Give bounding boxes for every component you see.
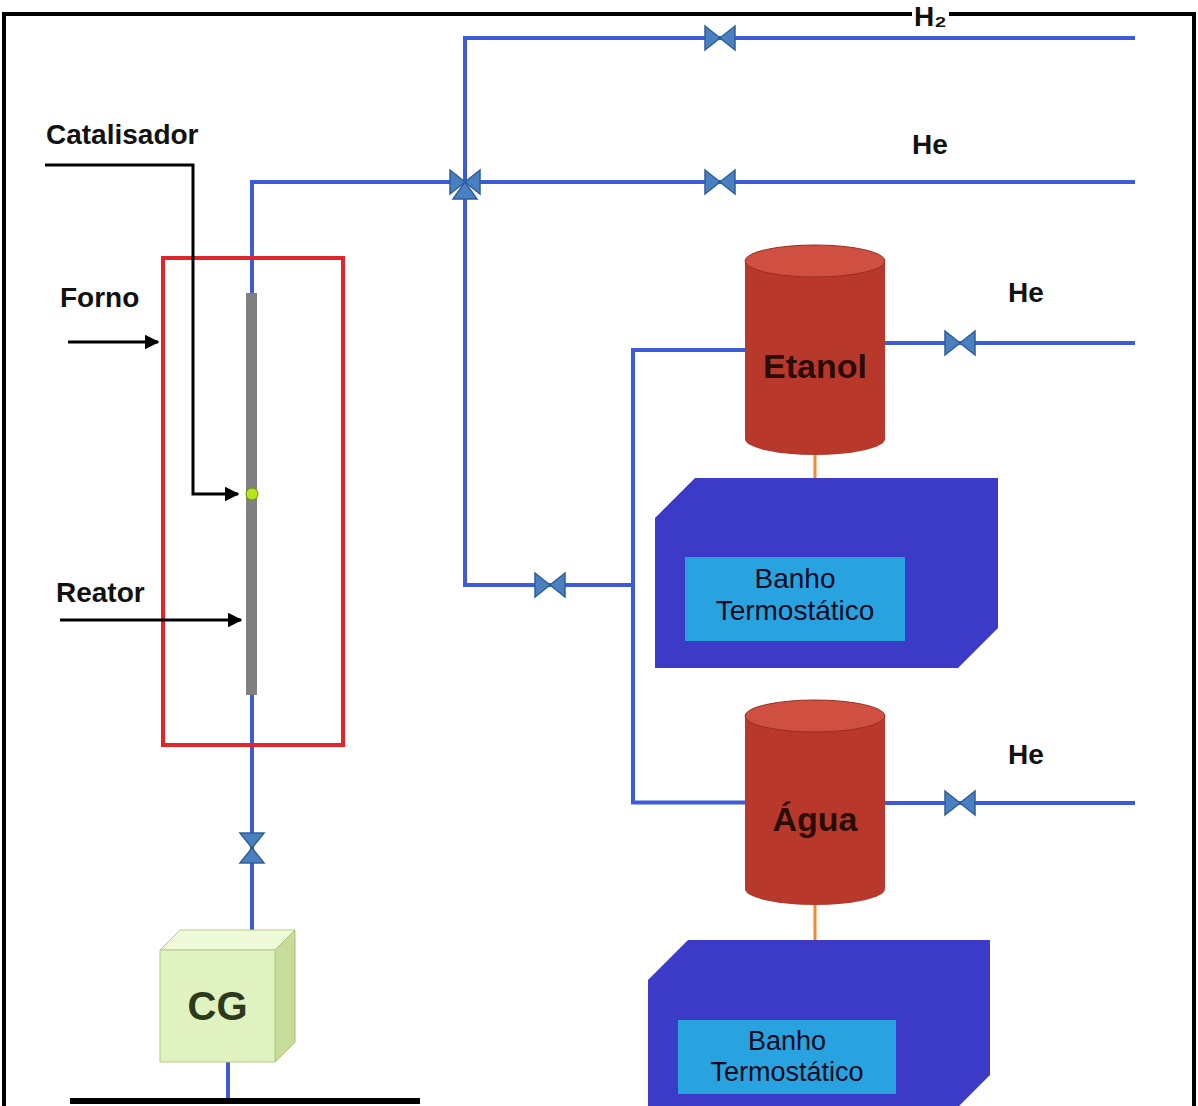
part-label: Catalisador xyxy=(44,120,201,151)
bath-link xyxy=(814,453,817,478)
gas-label: He xyxy=(1006,278,1046,309)
furnace-outline xyxy=(163,258,343,745)
frame xyxy=(4,14,1194,1106)
gas-chromatograph: CG xyxy=(160,930,295,1062)
node-label: CG xyxy=(160,950,275,1062)
bath-body xyxy=(655,478,998,668)
thermostatic-bath: Banho Termostático xyxy=(648,940,990,1106)
node-label: Etanol xyxy=(745,245,885,455)
node-label: Água xyxy=(745,700,885,905)
box-top xyxy=(160,930,295,950)
liquid-saturator: Etanol xyxy=(745,245,885,455)
vessel-top xyxy=(745,245,885,277)
vessel-top xyxy=(745,700,885,732)
thermostatic-bath: Banho Termostático xyxy=(655,478,998,668)
base-line xyxy=(70,1098,420,1104)
reactor-tube xyxy=(246,293,257,695)
catalyst-bed xyxy=(246,488,258,500)
node-label: Banho Termostático xyxy=(685,557,905,641)
gas-label: He xyxy=(1006,740,1046,771)
gas-label: He xyxy=(910,130,950,161)
part-label: Forno xyxy=(58,283,141,314)
gas-pipes xyxy=(228,38,1135,1100)
box-front xyxy=(160,950,275,1062)
leader-lines xyxy=(45,165,241,620)
liquid-saturator: Água xyxy=(745,700,885,905)
box-side xyxy=(275,930,295,1062)
bath-body xyxy=(648,940,990,1106)
node-label: Banho Termostático xyxy=(678,1020,896,1094)
part-label: Reator xyxy=(54,578,147,609)
gas-label: H₂ xyxy=(912,2,949,33)
bath-link xyxy=(814,903,817,940)
